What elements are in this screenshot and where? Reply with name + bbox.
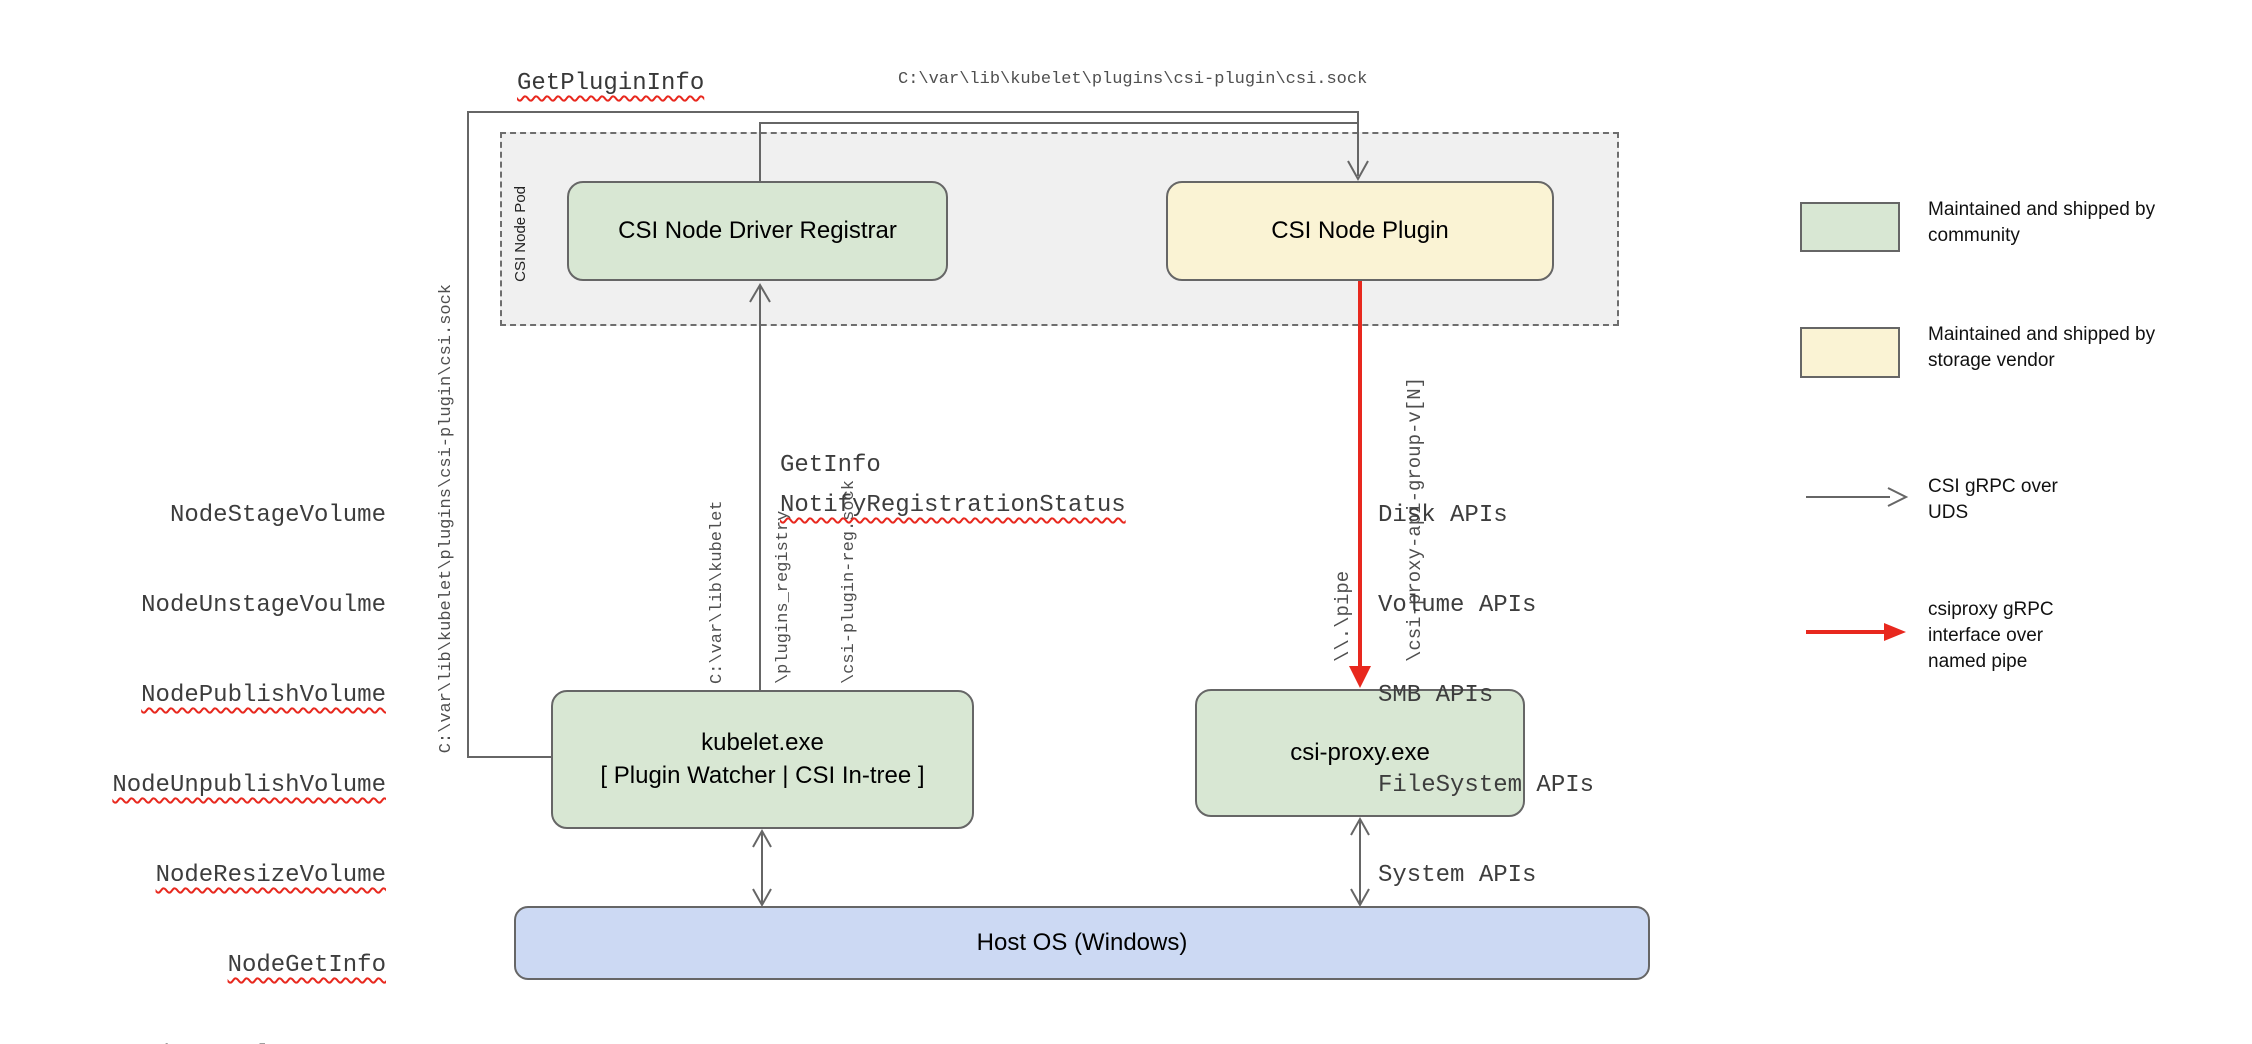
legend-community-swatch (1800, 202, 1900, 252)
api-item: SMB APIs (1378, 682, 1494, 709)
csi-proxy-label: csi-proxy.exe (1290, 738, 1430, 766)
api-item: Volume APIs (1378, 592, 1537, 619)
csi-node-driver-registrar-box: CSI Node Driver Registrar (567, 181, 948, 281)
api-item: System APIs (1378, 862, 1537, 889)
arrowhead-down-hostos-right (1350, 888, 1370, 908)
legend-vendor-swatch (1800, 327, 1900, 378)
csi-node-plugin-box: CSI Node Plugin (1166, 181, 1554, 281)
csi-sock-path-left: C:\var\lib\kubelet\plugins\csi-plugin\cs… (437, 284, 456, 754)
notify-registration-status-label: NotifyRegistrationStatus (780, 492, 1126, 519)
host-os-label: Host OS (Windows) (976, 928, 1188, 956)
arrowhead-down-hostos-left (752, 888, 772, 908)
legend-uds-label: CSI gRPC over UDS (1928, 476, 2058, 523)
plugin-label: CSI Node Plugin (1271, 216, 1449, 244)
host-os-box: Host OS (Windows) (514, 906, 1650, 980)
legend-community-label: Maintained and shipped by community (1928, 199, 2156, 246)
arrowhead-up-kubelet (752, 828, 772, 848)
node-call-item: NodeUnpublishVolume (112, 772, 386, 799)
arrowhead-up-csiproxy (1350, 816, 1370, 836)
api-item: FileSystem APIs (1378, 772, 1595, 799)
csi-sock-path-top: C:\var\lib\kubelet\plugins\csi-plugin\cs… (898, 70, 1368, 89)
registry-sock-line: C:\var\lib\kubelet (708, 500, 727, 685)
named-pipe-line: \\.\pipe (1332, 570, 1354, 663)
csi-proxy-box: csi-proxy.exe (1195, 689, 1525, 817)
legend-red-arrowhead (1884, 623, 1906, 641)
registrar-label: CSI Node Driver Registrar (618, 216, 897, 244)
kubelet-box: kubelet.exe [ Plugin Watcher | CSI In-tr… (551, 690, 974, 829)
node-call-list: NodeStageVolume NodeUnstageVoulme NodePu… (96, 441, 386, 1044)
kubelet-label-line2: [ Plugin Watcher | CSI In-tree ] (600, 761, 925, 789)
node-call-item: NodePublishVolume (141, 682, 386, 709)
get-info-label: GetInfo (780, 452, 881, 479)
node-call-item: NodeResizeVolume (155, 862, 386, 889)
api-item: Disk APIs (1378, 502, 1508, 529)
legend-gray-arrowhead (1887, 487, 1909, 507)
get-plugin-info-label: GetPluginInfo (517, 70, 705, 97)
node-call-item: NodeStageVolume (169, 502, 386, 529)
csi-node-pod-label: CSI Node Pod (512, 186, 529, 282)
kubelet-label-line1: kubelet.exe (701, 729, 824, 757)
legend-vendor-label: Maintained and shipped by storage vendor (1928, 324, 2156, 371)
red-arrowhead-into-csiproxy (1349, 666, 1371, 688)
node-call-item: NodeGetVolumeStats (96, 1041, 386, 1044)
legend-named-pipe-label: csiproxy gRPC interface over named pipe (1928, 599, 2054, 672)
node-call-item: NodeGetInfo (227, 952, 386, 979)
node-call-item: NodeUnstageVoulme (141, 592, 386, 619)
api-list: Disk APIs Volume APIs SMB APIs FileSyste… (1378, 441, 1594, 951)
